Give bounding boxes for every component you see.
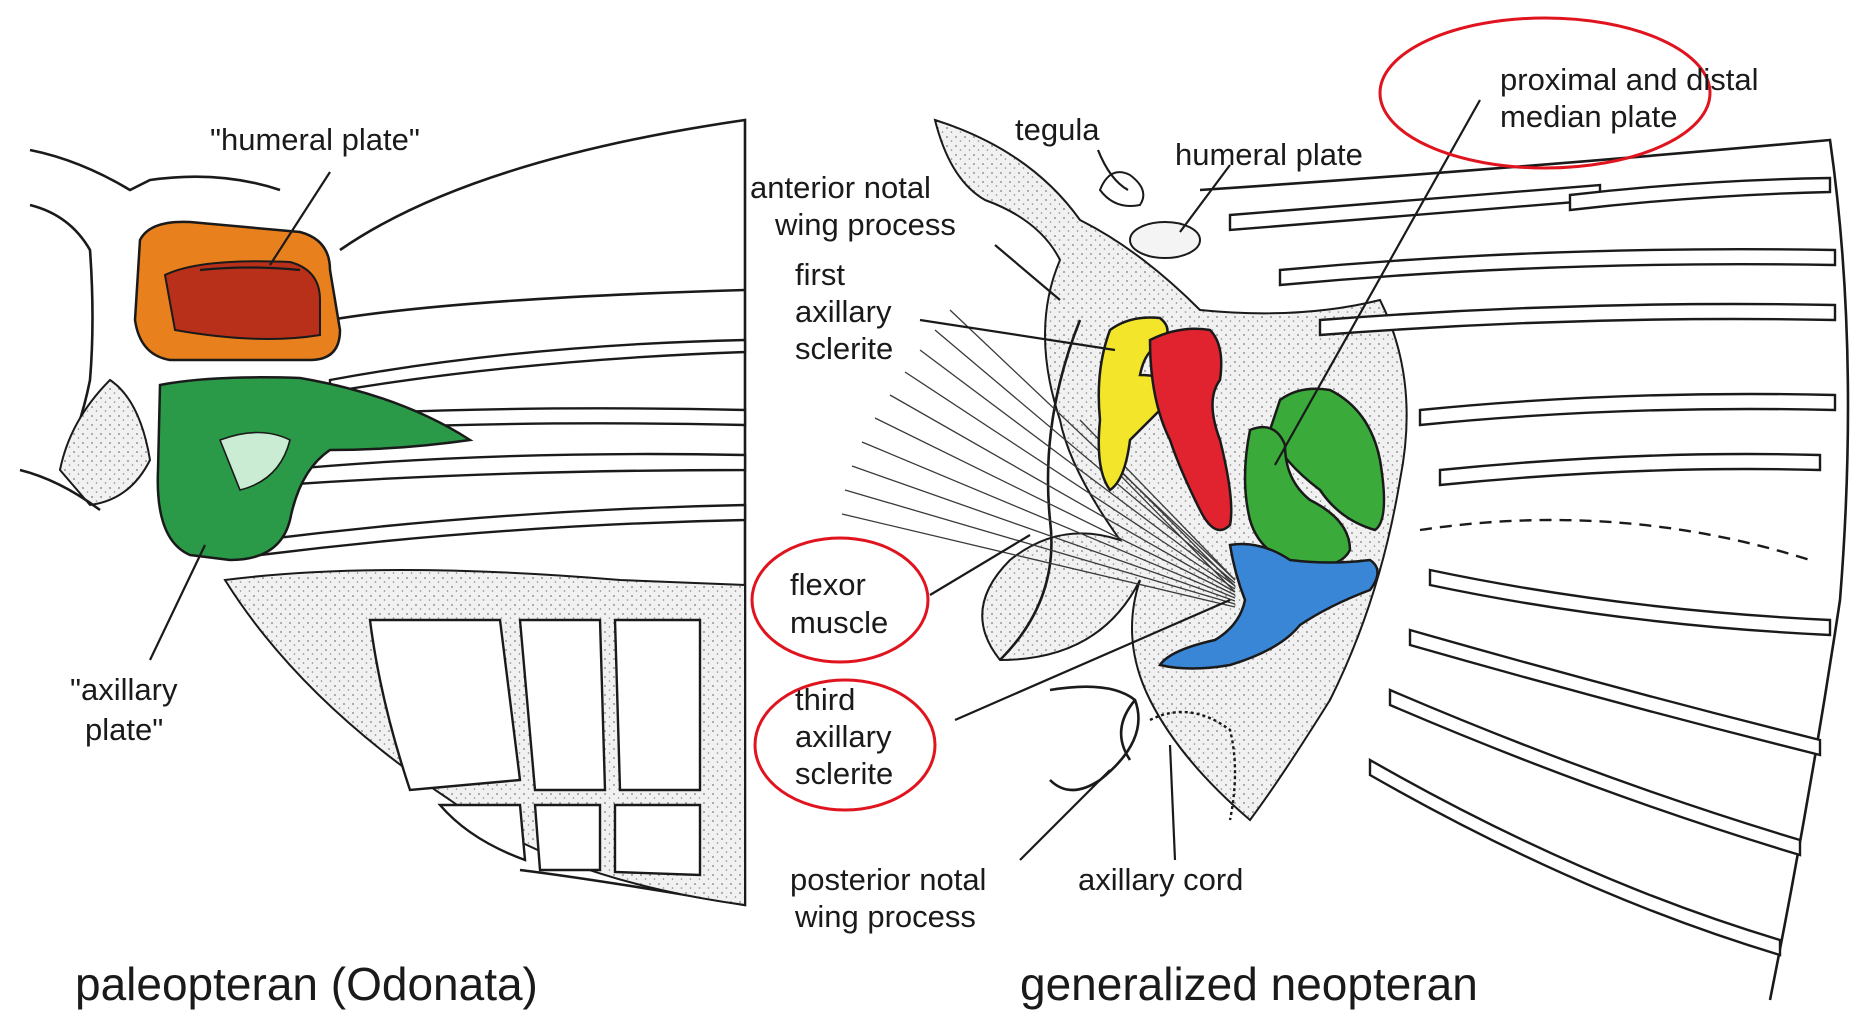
label-third-axillary-3: sclerite — [795, 756, 893, 791]
label-third-axillary-2: axillary — [795, 719, 892, 754]
caption-neopteran: generalized neopteran — [1020, 958, 1478, 1010]
label-tegula: tegula — [1015, 112, 1100, 147]
label-third-axillary-1: third — [795, 682, 855, 717]
label-posterior-notal-2: wing process — [794, 899, 976, 934]
label-anterior-notal-2: wing process — [774, 207, 956, 242]
label-axillary-cord: axillary cord — [1078, 862, 1243, 897]
label-median-plate-1: proximal and distal — [1500, 62, 1758, 97]
label-median-plate-2: median plate — [1500, 99, 1678, 134]
label-humeral-plate-left: "humeral plate" — [210, 122, 420, 157]
label-axillary-plate-line2: plate" — [85, 712, 163, 747]
label-humeral-plate-right: humeral plate — [1175, 137, 1363, 172]
label-anterior-notal-1: anterior notal — [750, 170, 931, 205]
label-flexor-1: flexor — [790, 567, 866, 602]
neopteran-panel: tegula humeral plate anterior notal wing… — [750, 18, 1848, 1010]
paleopteran-panel: "humeral plate" "axillary plate" paleopt… — [20, 120, 745, 1010]
label-first-axillary-3: sclerite — [795, 331, 893, 366]
label-first-axillary-1: first — [795, 257, 845, 292]
label-flexor-2: muscle — [790, 605, 888, 640]
label-axillary-plate-line1: "axillary — [70, 672, 178, 707]
caption-paleopteran: paleopteran (Odonata) — [75, 958, 538, 1010]
label-first-axillary-2: axillary — [795, 294, 892, 329]
label-posterior-notal-1: posterior notal — [790, 862, 986, 897]
